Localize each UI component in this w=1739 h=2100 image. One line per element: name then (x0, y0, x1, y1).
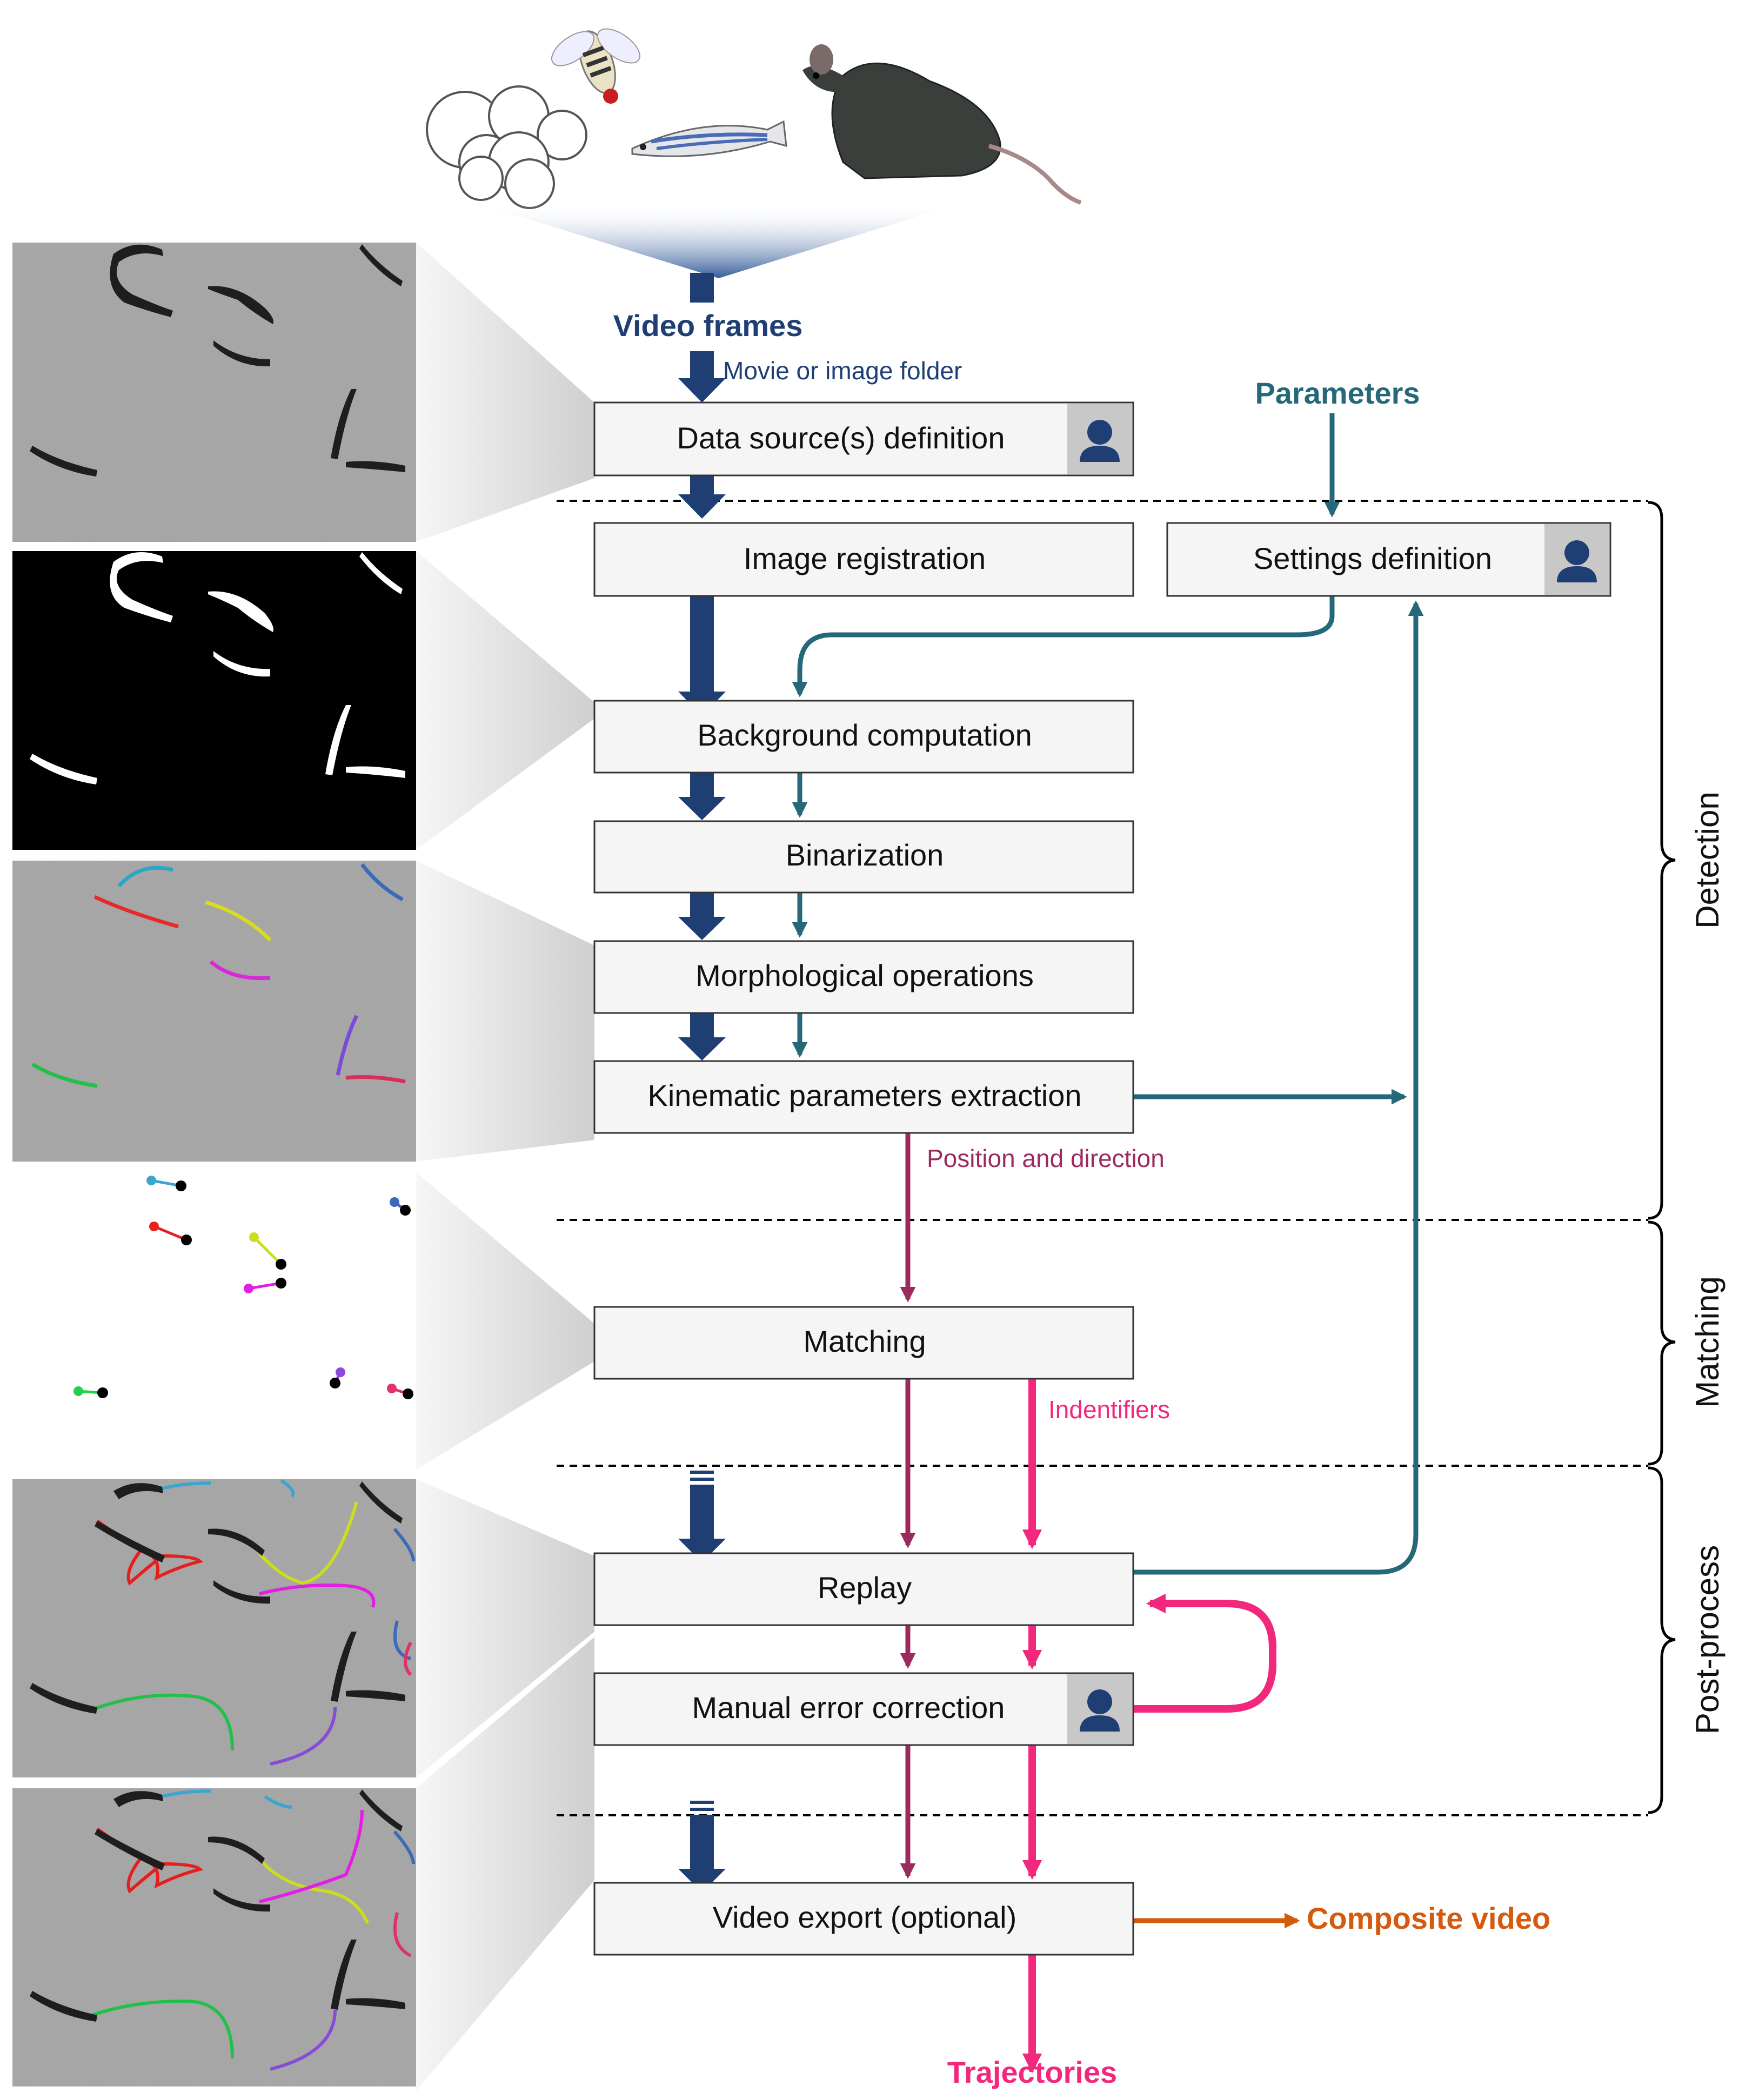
parameters-label: Parameters (1255, 376, 1420, 410)
fly-illustration (551, 28, 640, 104)
step-manual-error-correction[interactable]: Manual error correction (593, 1672, 1134, 1746)
step-settings-definition[interactable]: Settings definition (1166, 522, 1611, 597)
exported-frame-thumbnail (12, 1788, 416, 2086)
step-video-export[interactable]: Video export (optional) (593, 1882, 1134, 1956)
trajectories-label: Trajectories (947, 2055, 1117, 2089)
replay-frame-thumbnail (12, 1479, 416, 1777)
composite-video-label: Composite video (1307, 1901, 1550, 1935)
svg-text:Replay: Replay (818, 1571, 912, 1605)
identifiers-flow (1022, 1379, 1276, 2074)
svg-text:Background computation: Background computation (697, 718, 1032, 752)
phase-matching-label: Matching (1689, 1276, 1725, 1407)
mouse-illustration (802, 44, 1082, 205)
svg-text:Matching: Matching (803, 1324, 926, 1358)
step-binarization[interactable]: Binarization (593, 820, 1134, 894)
svg-text:Settings definition: Settings definition (1253, 541, 1492, 575)
video-frames-label: Video frames (613, 308, 803, 343)
svg-text:Binarization: Binarization (786, 838, 944, 872)
phase-detection-label: Detection (1689, 791, 1725, 928)
cells-illustration (426, 85, 587, 209)
svg-text:Morphological operations: Morphological operations (695, 958, 1034, 992)
phase-braces (1648, 501, 1676, 1814)
thumbnail-panels (12, 243, 594, 2091)
svg-text:Image registration: Image registration (744, 541, 986, 575)
segmented-frame-thumbnail (12, 861, 416, 1162)
detections-thumbnail (12, 1172, 416, 1470)
svg-text:Manual error correction: Manual error correction (692, 1690, 1005, 1725)
identifiers-label: Indentifiers (1048, 1395, 1170, 1424)
step-image-registration[interactable]: Image registration (593, 522, 1134, 597)
step-kinematic-extraction[interactable]: Kinematic parameters extraction (593, 1060, 1134, 1134)
movie-folder-label: Movie or image folder (723, 357, 962, 385)
user-icon (1080, 1689, 1120, 1732)
user-icon (1557, 540, 1597, 582)
parameters-flow (792, 413, 1424, 1575)
phase-postprocess-label: Post-process (1689, 1545, 1725, 1734)
step-data-source[interactable]: Data source(s) definition (593, 401, 1134, 477)
svg-text:Data source(s) definition: Data source(s) definition (677, 421, 1005, 455)
step-replay[interactable]: Replay (593, 1552, 1134, 1626)
position-direction-label: Position and direction (927, 1144, 1165, 1172)
binarized-frame-thumbnail (12, 551, 416, 850)
step-morphological-operations[interactable]: Morphological operations (593, 940, 1134, 1014)
step-background-computation[interactable]: Background computation (593, 700, 1134, 774)
video-frames-funnel (476, 203, 962, 278)
svg-text:Video export (optional): Video export (optional) (713, 1900, 1016, 1934)
raw-frame-thumbnail (12, 243, 416, 542)
svg-text:Kinematic parameters extractio: Kinematic parameters extraction (647, 1078, 1081, 1112)
user-icon (1080, 420, 1120, 462)
step-matching[interactable]: Matching (593, 1306, 1134, 1380)
frames-flow-arrows (678, 351, 726, 1893)
zebrafish-illustration (631, 120, 787, 157)
